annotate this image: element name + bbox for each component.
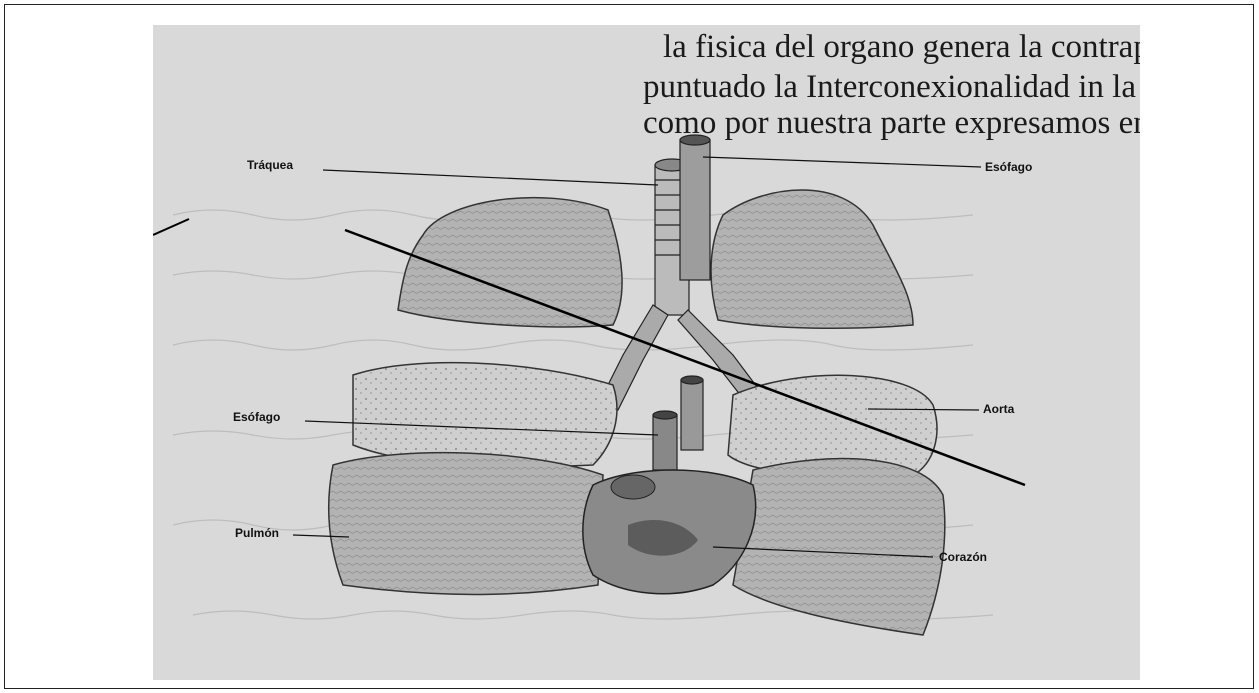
label-traquea: Tráquea [247,158,293,172]
label-aorta: Aorta [983,402,1015,416]
label-corazon: Corazón [939,550,987,564]
pen-mark-short [153,219,189,235]
label-esofago-mid: Esófago [233,410,280,424]
aorta-vessel [681,376,703,450]
header-line-3: como por nuestra parte expresamos en las… [643,105,1140,141]
header-line-1: la fisica del organo genera la contrapar… [663,29,1140,65]
figure-frame: la fisica del organo genera la contrapar… [4,4,1254,689]
upper-right-lung [711,190,913,328]
scanned-page: la fisica del organo genera la contrapar… [153,25,1140,680]
heart-vessel-opening [611,475,655,499]
left-lung-section [353,363,617,467]
header-line-2: puntuado la Interconexionalidad in la co… [643,69,1140,105]
lower-left-lung [329,453,603,595]
label-esofago-top: Esófago [985,160,1032,174]
label-pulmon: Pulmón [235,526,279,540]
esophagus-lower [653,411,677,470]
lower-right-lung [733,459,945,635]
page-header-text: la fisica del organo genera la contrapar… [643,29,1140,141]
lung-anatomy-illustration: la fisica del organo genera la contrapar… [153,25,1140,680]
